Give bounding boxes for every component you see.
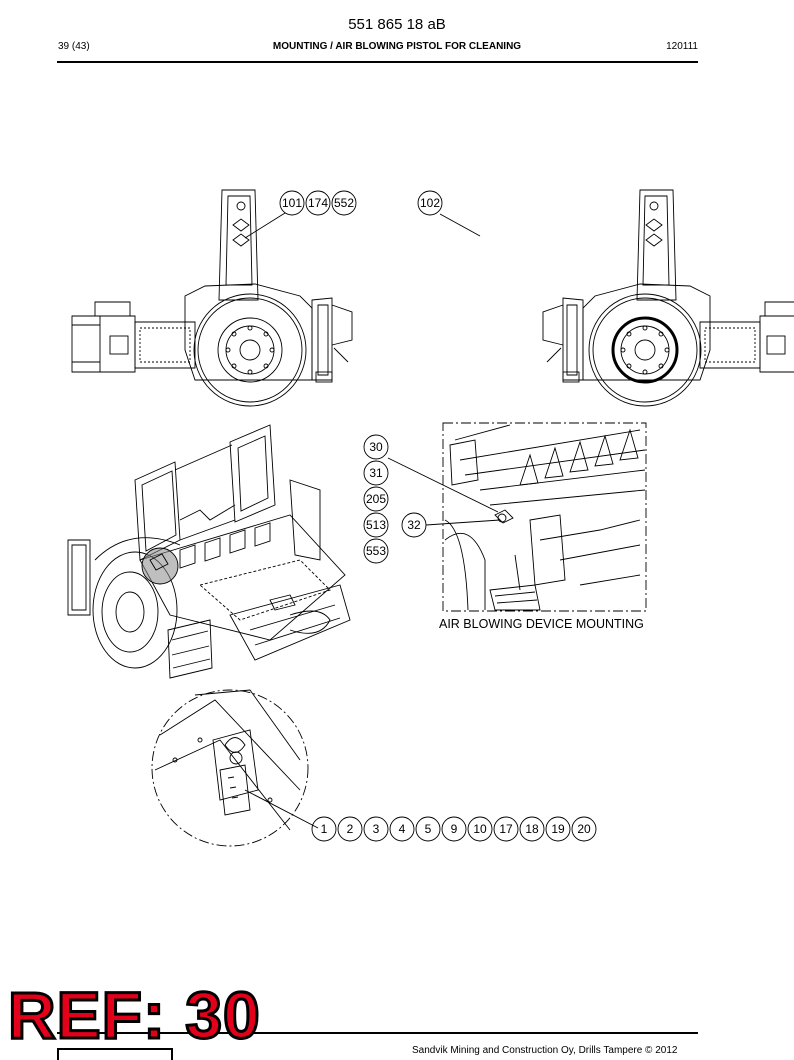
leader-line bbox=[425, 519, 501, 526]
callout-number: 10 bbox=[473, 822, 487, 836]
footer-rule bbox=[57, 1032, 698, 1034]
callout-number: 174 bbox=[308, 196, 328, 210]
reference-stamp: REF: 30 bbox=[7, 978, 262, 1052]
callout-number: 1 bbox=[321, 822, 328, 836]
leader-line bbox=[244, 212, 286, 239]
callout-top-right: 102 bbox=[417, 190, 443, 216]
leader-line bbox=[439, 213, 481, 237]
callout-middle-side: 32 bbox=[401, 512, 427, 538]
figure-caption: AIR BLOWING DEVICE MOUNTING bbox=[439, 617, 644, 631]
callout-number: 101 bbox=[282, 196, 302, 210]
document-number: 551 865 18 aB bbox=[348, 16, 446, 33]
page-counter: 39 (43) bbox=[58, 41, 90, 52]
document-date: 120111 bbox=[666, 41, 698, 52]
callout-number: 17 bbox=[499, 822, 513, 836]
detail-view-box bbox=[442, 422, 647, 612]
isometric-view bbox=[67, 424, 351, 679]
company-logo bbox=[57, 1048, 173, 1060]
callout-number: 5 bbox=[425, 822, 432, 836]
callout-number: 2 bbox=[347, 822, 354, 836]
callout-number: 19 bbox=[551, 822, 565, 836]
callout-bottom-row: 1 2 3 4 5 9 10 17 18 19 20 bbox=[311, 816, 597, 842]
callout-number: 552 bbox=[334, 196, 354, 210]
footer-copyright: Sandvik Mining and Construction Oy, Dril… bbox=[412, 1045, 678, 1056]
callout-number: 205 bbox=[366, 492, 386, 506]
callout-number: 3 bbox=[373, 822, 380, 836]
callout-number: 20 bbox=[577, 822, 591, 836]
callout-number: 9 bbox=[451, 822, 458, 836]
callout-number: 553 bbox=[366, 544, 386, 558]
callout-number: 32 bbox=[407, 518, 421, 532]
header-rule bbox=[57, 61, 698, 63]
page-title: MOUNTING / AIR BLOWING PISTOL FOR CLEANI… bbox=[272, 41, 522, 52]
callout-number: 102 bbox=[420, 196, 440, 210]
side-view-left bbox=[71, 189, 353, 407]
callout-number: 18 bbox=[525, 822, 539, 836]
callout-top-left: 101 174 552 bbox=[279, 190, 357, 216]
callout-number: 4 bbox=[399, 822, 406, 836]
callout-number: 31 bbox=[369, 466, 383, 480]
detail-view-circle bbox=[151, 689, 319, 847]
callout-number: 30 bbox=[369, 440, 383, 454]
callout-number: 513 bbox=[366, 518, 386, 532]
side-view-right bbox=[542, 189, 794, 407]
callout-middle-column: 30 31 205 513 553 bbox=[363, 434, 389, 564]
